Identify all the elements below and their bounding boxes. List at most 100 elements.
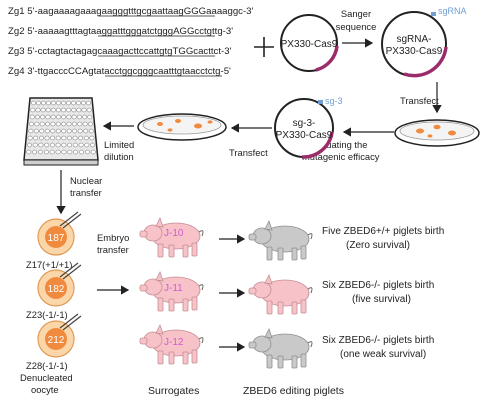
plate-well bbox=[66, 107, 72, 113]
evaluating-label-1: Evaluating the bbox=[308, 139, 367, 150]
px330-label: PX330-Cas9 bbox=[281, 39, 338, 50]
sequence-zg3: Zg3 5'-cctagtactagagcaaagacttccattgtgTGG… bbox=[8, 46, 232, 57]
clone-cell-1: 187 bbox=[37, 211, 82, 256]
plate-well bbox=[38, 149, 43, 155]
plate-well bbox=[90, 149, 96, 155]
oocyte-label-1: Denucleated bbox=[20, 372, 73, 383]
plate-well bbox=[43, 149, 49, 155]
embryo-label-2: transfer bbox=[97, 244, 129, 255]
sequence-zg1: Zg1 5'-aagaaaagaaagaagggtttgcgaattaagGGG… bbox=[8, 6, 253, 17]
plate-well bbox=[40, 114, 46, 120]
footer-editing: ZBED6 editing piglets bbox=[243, 385, 344, 397]
plate-well bbox=[71, 114, 77, 120]
plate-well bbox=[81, 107, 87, 113]
plate-well bbox=[73, 149, 79, 155]
plate-well bbox=[55, 121, 61, 127]
plate-well bbox=[66, 135, 72, 141]
plate-well bbox=[71, 107, 77, 113]
plate-well bbox=[66, 121, 72, 127]
plate-well bbox=[55, 107, 61, 113]
plate-well bbox=[31, 100, 36, 106]
plate-well bbox=[86, 100, 91, 106]
well-plate bbox=[23, 97, 99, 166]
nuclear-label-1: Nuclear bbox=[70, 175, 102, 186]
footer-surrogates: Surrogates bbox=[148, 385, 199, 397]
plate-well bbox=[61, 142, 67, 148]
plate-well bbox=[40, 107, 46, 113]
plate-well bbox=[72, 142, 78, 148]
limited-label-1: Limited bbox=[104, 139, 134, 150]
plate-well bbox=[34, 121, 40, 127]
plate-well bbox=[28, 128, 34, 134]
plate-well bbox=[35, 107, 41, 113]
limited-label-2: dilution bbox=[104, 151, 134, 162]
plate-well bbox=[76, 114, 82, 120]
plate-well bbox=[83, 135, 89, 141]
plate-well bbox=[61, 121, 67, 127]
plate-well bbox=[81, 100, 86, 106]
plate-well bbox=[61, 135, 67, 141]
sanger-label-1: Sanger bbox=[341, 8, 371, 19]
plate-well bbox=[55, 114, 61, 120]
sanger-label-2: sequence bbox=[336, 21, 377, 32]
plate-well bbox=[55, 135, 61, 141]
clone-cell-3: 212 bbox=[37, 313, 82, 358]
plate-well bbox=[32, 142, 38, 148]
plate-well bbox=[83, 128, 89, 134]
transfect-right-label: Transfect bbox=[400, 95, 439, 106]
plate-well bbox=[66, 128, 72, 134]
result-1-line2: (Zero survival) bbox=[346, 240, 410, 251]
px330-plasmid: PX330-Cas9 bbox=[280, 14, 339, 72]
plate-well bbox=[33, 128, 39, 134]
plate-well bbox=[39, 121, 45, 127]
plate-well bbox=[45, 107, 51, 113]
plate-well bbox=[71, 121, 77, 127]
plate-well bbox=[61, 114, 67, 120]
sg3-label-1: sg-3- bbox=[293, 118, 316, 129]
clone-number-2: 182 bbox=[48, 284, 65, 295]
plate-well bbox=[29, 121, 34, 127]
plate-well bbox=[50, 128, 56, 134]
plate-well bbox=[51, 100, 56, 106]
plate-well bbox=[55, 128, 61, 134]
plate-well bbox=[76, 107, 82, 113]
plate-well bbox=[76, 100, 81, 106]
plate-well bbox=[39, 128, 45, 134]
plate-well bbox=[50, 135, 56, 141]
plate-well bbox=[44, 128, 50, 134]
plate-well bbox=[56, 100, 61, 106]
result-2-line1: Six ZBED6-/- piglets birth bbox=[322, 280, 434, 291]
clone-number-1: 187 bbox=[48, 233, 65, 244]
plate-well bbox=[30, 107, 36, 113]
plate-well bbox=[72, 128, 78, 134]
plate-well bbox=[46, 100, 51, 106]
embryo-label-1: Embryo bbox=[97, 232, 129, 243]
plate-well bbox=[84, 149, 90, 155]
plate-well bbox=[88, 121, 93, 127]
plate-well bbox=[86, 107, 92, 113]
plate-well bbox=[66, 100, 71, 106]
plate-well bbox=[29, 114, 35, 120]
plate-well bbox=[32, 149, 38, 155]
plate-well bbox=[49, 149, 55, 155]
plate-well bbox=[45, 114, 51, 120]
plate-well bbox=[33, 135, 39, 141]
piglet-1 bbox=[248, 220, 313, 261]
plate-well bbox=[38, 142, 44, 148]
plate-well bbox=[82, 121, 88, 127]
clone-label-1: Z17(+1/+1) bbox=[26, 259, 72, 270]
clone-cell-2: 182 bbox=[37, 262, 82, 307]
plate-well bbox=[67, 142, 73, 148]
result-1-line1: Five ZBED6+/+ piglets birth bbox=[322, 226, 444, 237]
plate-well bbox=[77, 121, 83, 127]
plate-well bbox=[84, 142, 90, 148]
plate-well bbox=[61, 149, 67, 155]
plate-well bbox=[50, 121, 56, 127]
plate-well bbox=[27, 135, 33, 141]
transfect-left-label: Transfect bbox=[229, 147, 268, 158]
middle-petri-dish bbox=[137, 113, 227, 141]
plate-well bbox=[67, 149, 73, 155]
plate-well bbox=[55, 149, 61, 155]
plate-well bbox=[61, 107, 67, 113]
